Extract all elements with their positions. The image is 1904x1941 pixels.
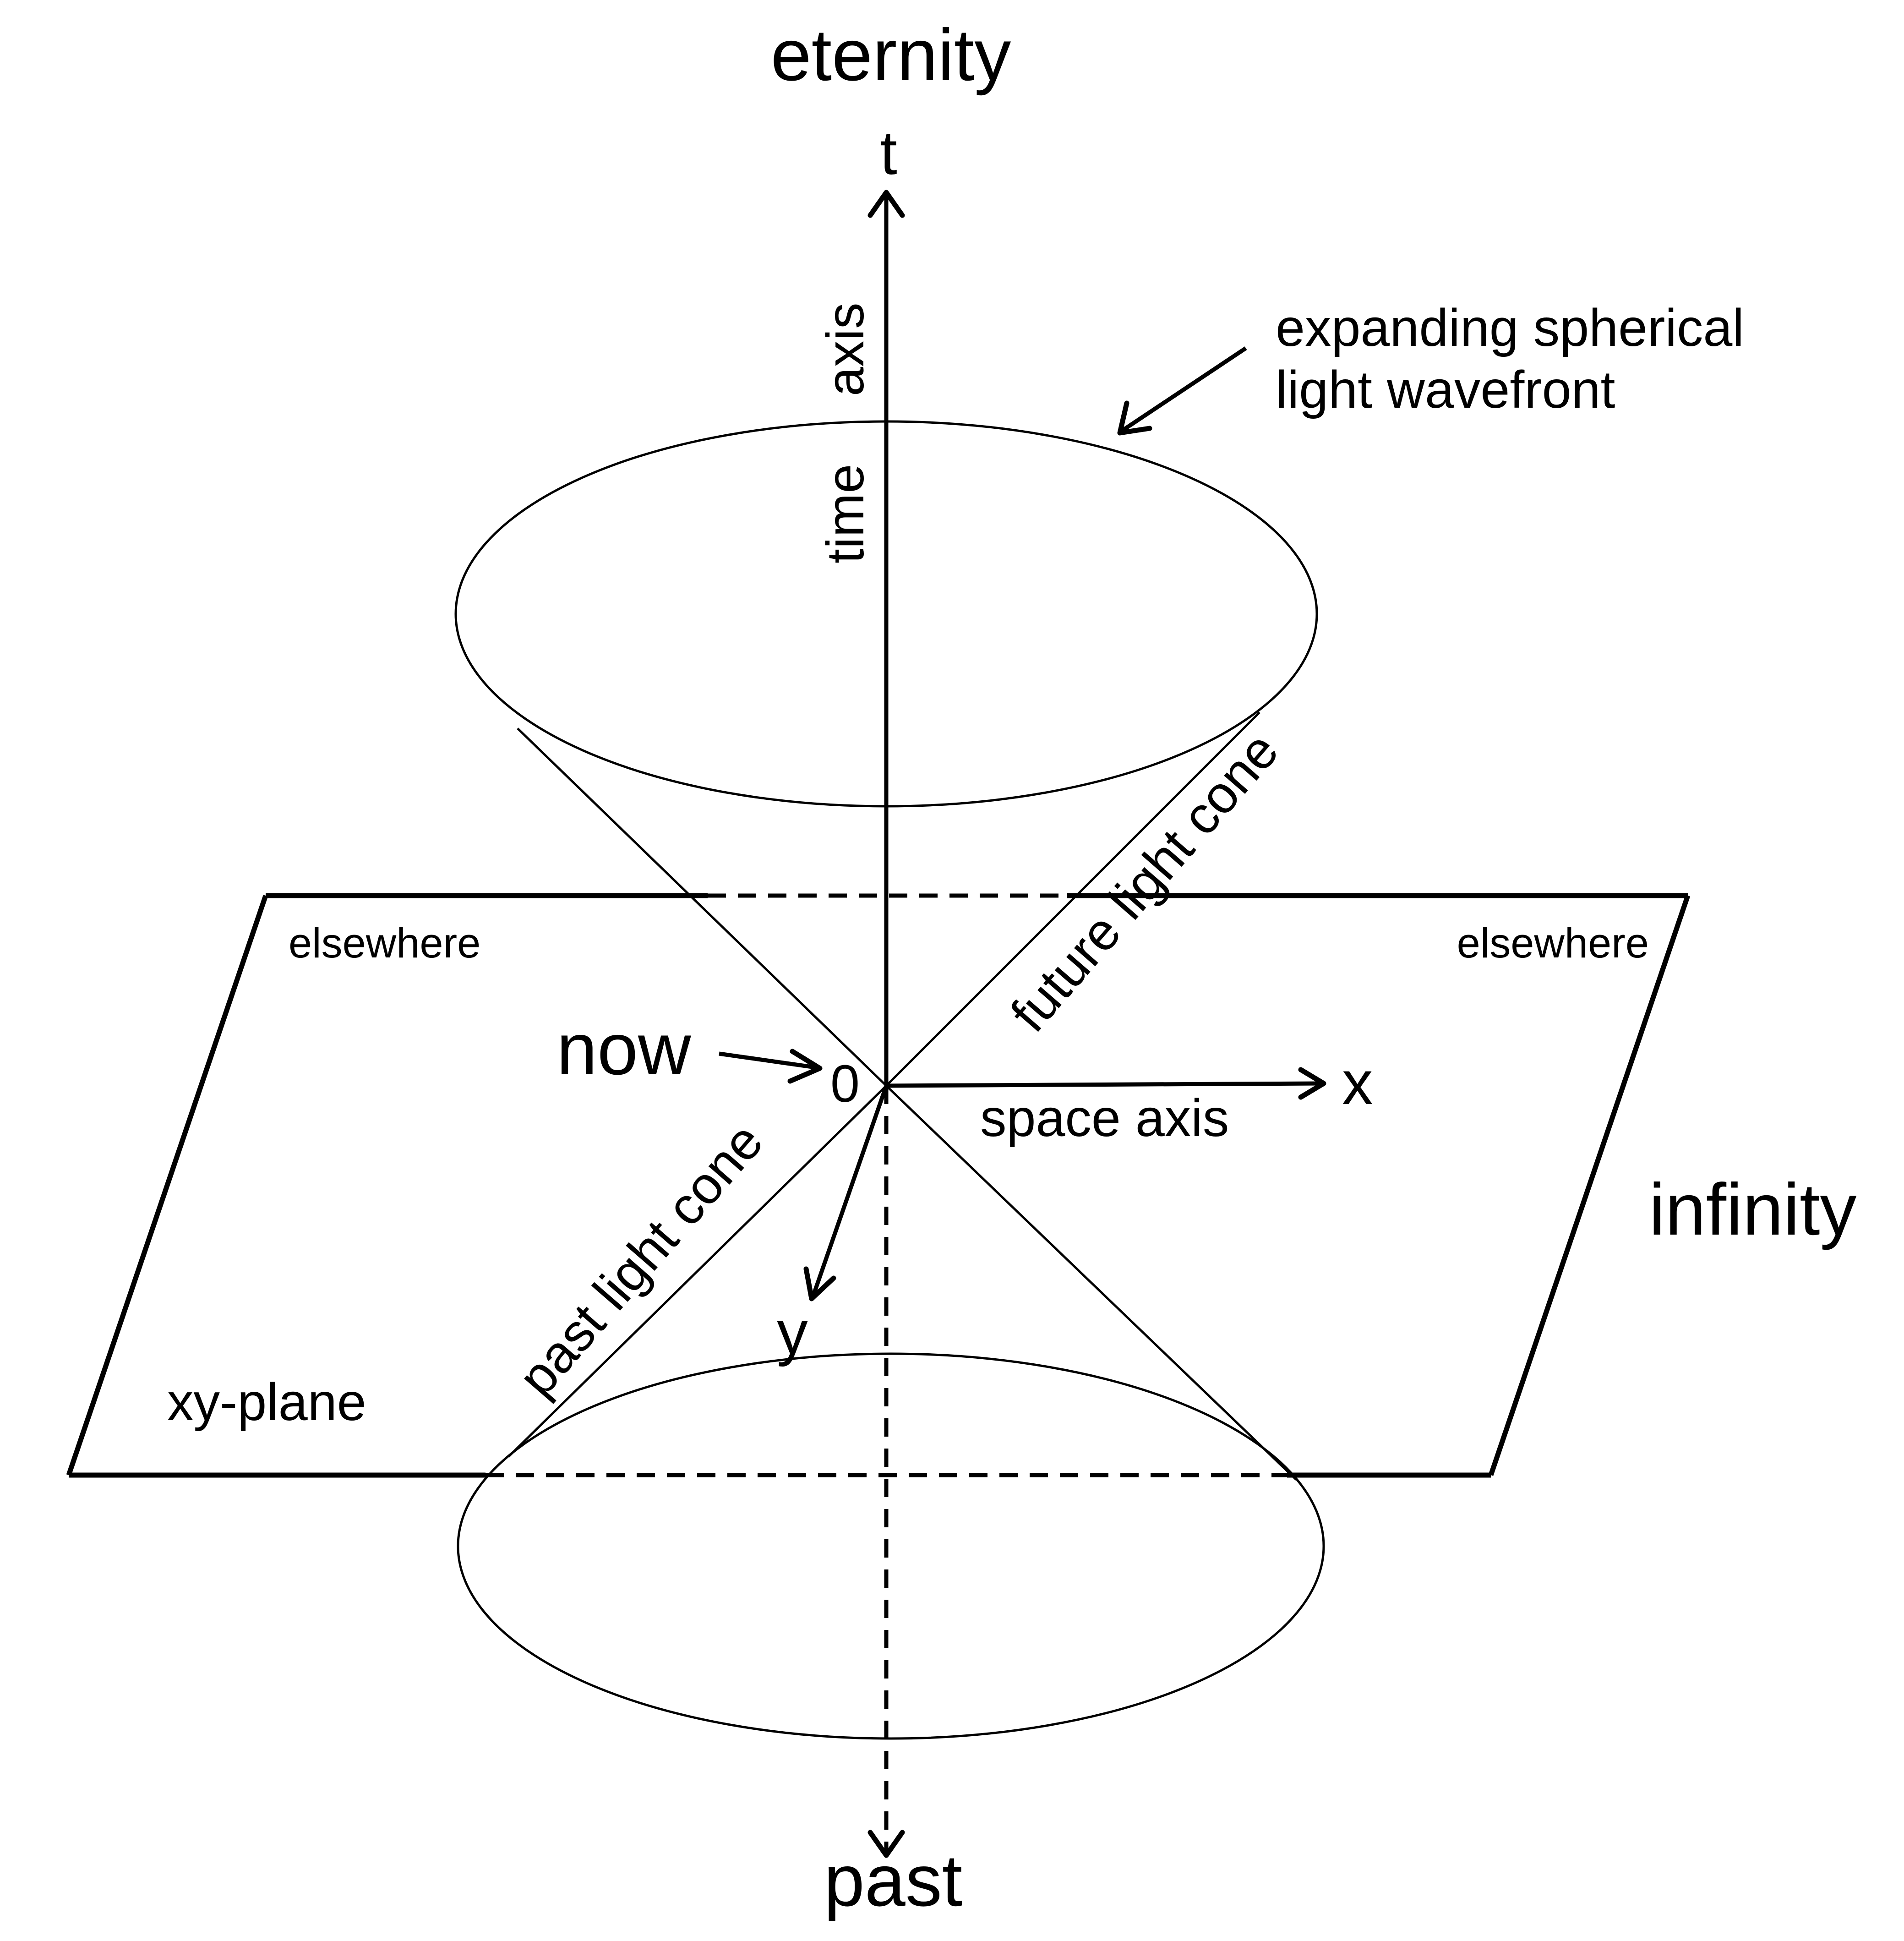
- xy-plane: [66, 893, 1691, 1478]
- future-cone-right-edge: [885, 711, 1260, 1087]
- past-cone-left-edge: [507, 1085, 887, 1458]
- x-axis-line: [886, 1081, 1322, 1088]
- plane-left-edge: [66, 895, 268, 1476]
- infinity-label: infinity: [1649, 1168, 1857, 1250]
- space-axis-label: space axis: [980, 1089, 1229, 1148]
- plane-right-edge: [1488, 895, 1691, 1476]
- t-axis-label: t: [880, 118, 897, 187]
- now-pointer: [719, 1049, 823, 1084]
- x-axis: [886, 1067, 1326, 1100]
- past-light-cone-label: past light cone: [507, 1112, 774, 1407]
- wavefront-pointer-line: [1121, 346, 1247, 432]
- y-axis: [803, 1085, 889, 1301]
- x-axis-label: x: [1342, 1048, 1373, 1117]
- time-axis-label-axis: axis: [816, 302, 875, 396]
- elsewhere-left-label: elsewhere: [289, 920, 480, 967]
- x-arrowhead: [1298, 1067, 1326, 1100]
- past-wavefront-ellipse: [457, 1352, 1325, 1740]
- future-light-cone-label: future light cone: [999, 722, 1289, 1043]
- wavefront-pointer: [1117, 346, 1247, 436]
- now-pointer-head: [787, 1049, 823, 1084]
- wavefront-pointer-head: [1117, 400, 1152, 436]
- time-axis-label-time: time: [816, 464, 875, 563]
- past-cone-right-edge: [885, 1085, 1297, 1481]
- elsewhere-right-label: elsewhere: [1457, 920, 1649, 967]
- origin-label: 0: [830, 1055, 860, 1113]
- past-arrowhead: [867, 1830, 905, 1858]
- future-cone-left-edge: [517, 727, 887, 1087]
- wavefront-label-line2: light wavefront: [1276, 361, 1615, 419]
- eternity-label: eternity: [771, 14, 1011, 96]
- now-pointer-line: [719, 1051, 816, 1070]
- now-label: now: [556, 1008, 691, 1090]
- xy-plane-label: xy-plane: [167, 1373, 366, 1432]
- time-axis: [867, 190, 905, 1858]
- t-arrowhead: [867, 190, 905, 218]
- y-axis-line: [811, 1085, 889, 1297]
- past-light-cone: [457, 1085, 1325, 1740]
- y-arrowhead: [803, 1266, 836, 1301]
- past-label: past: [824, 1839, 962, 1921]
- wavefront-label-line1: expanding spherical: [1276, 299, 1744, 357]
- y-axis-label: y: [777, 1298, 808, 1367]
